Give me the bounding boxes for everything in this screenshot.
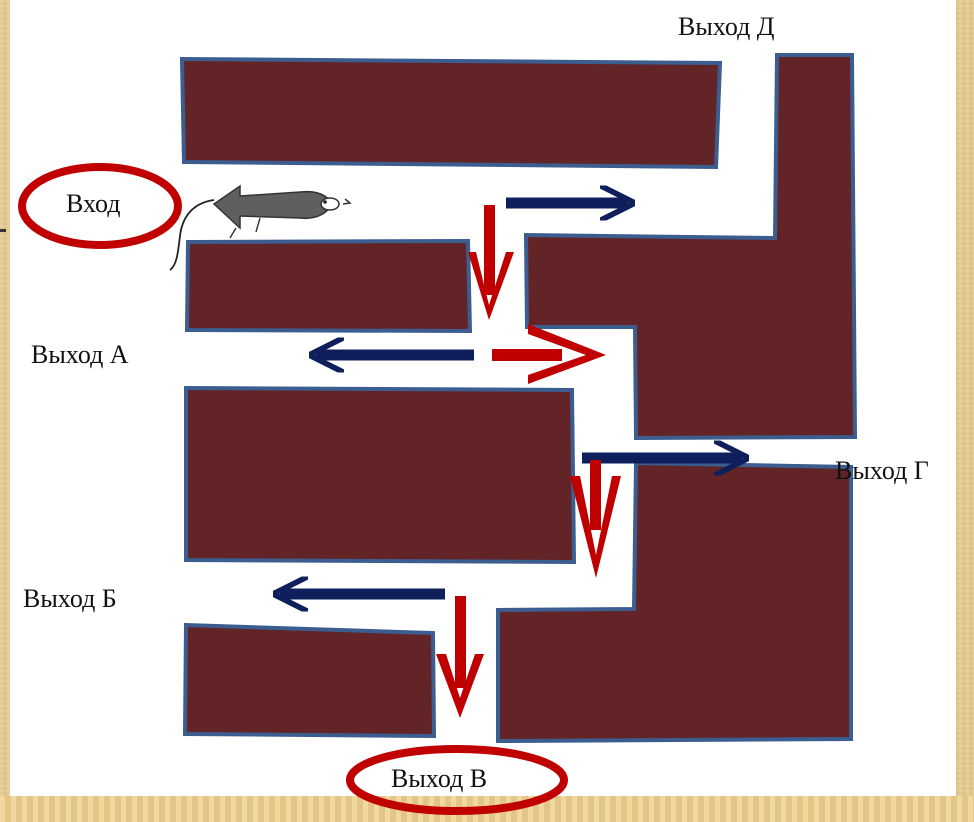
entrance-ring bbox=[18, 163, 182, 249]
wall-bottom-right-l bbox=[496, 460, 853, 744]
wall-bottom-left bbox=[182, 622, 437, 739]
arrow-red-right bbox=[492, 324, 606, 384]
arrow-red-down-1 bbox=[468, 205, 514, 320]
wall-middle bbox=[184, 385, 577, 565]
label-exit-a: Выход А bbox=[31, 340, 129, 369]
label-exit-d: Выход Д bbox=[678, 12, 775, 41]
label-exit-v: Выход В bbox=[391, 764, 488, 793]
arrow-red-down-2 bbox=[570, 460, 621, 578]
label-exit-b: Выход Б bbox=[23, 584, 117, 613]
mouse-icon bbox=[169, 184, 352, 271]
edge-tick bbox=[0, 229, 6, 232]
exit-v-ring bbox=[346, 745, 568, 815]
arrow-red-down-3 bbox=[436, 596, 484, 718]
wall-entrance-lower bbox=[184, 238, 473, 334]
wall-top-right-l bbox=[523, 53, 858, 441]
label-entrance: Вход bbox=[66, 189, 121, 218]
wall-top bbox=[179, 56, 723, 170]
label-exit-g: Выход Г bbox=[835, 456, 929, 485]
